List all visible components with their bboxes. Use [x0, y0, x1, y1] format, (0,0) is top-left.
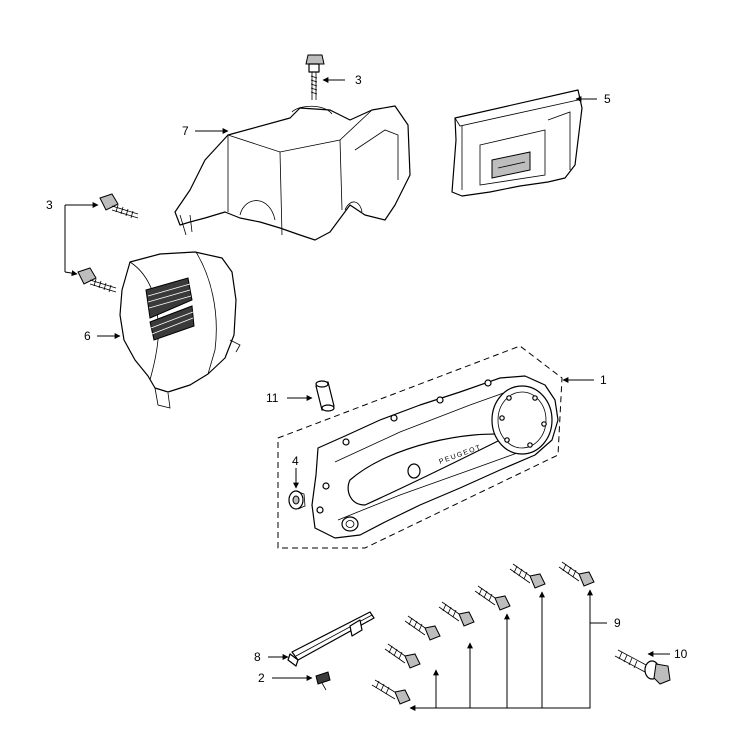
callout-9: 9	[614, 616, 621, 630]
bush-part-4	[288, 490, 306, 510]
screw-part-3-left-lower	[77, 267, 117, 293]
callout-1: 1	[600, 373, 607, 387]
callout-3-top: 3	[355, 73, 362, 87]
fan-cowl-part-6	[119, 251, 241, 409]
callout-2: 2	[258, 671, 265, 685]
bush-part-11	[315, 380, 335, 412]
screw-part-9-c	[404, 615, 441, 641]
screw-part-9-g	[558, 561, 595, 587]
screw-part-3-left-upper	[99, 193, 139, 219]
screw-part-9-f	[509, 563, 546, 589]
bracket-part-8	[287, 611, 375, 667]
transmission-cover-part-1: PEUGEOT	[311, 375, 559, 539]
callout-5: 5	[604, 92, 611, 106]
screw-part-9-b	[384, 643, 421, 669]
leader-9-tree	[409, 589, 607, 711]
callout-4: 4	[292, 454, 299, 468]
callout-6: 6	[84, 329, 91, 343]
callout-3-left: 3	[46, 198, 53, 212]
callout-10: 10	[674, 647, 688, 661]
screw-part-9-e	[474, 585, 511, 611]
screw-part-3-top	[305, 54, 325, 100]
callout-7: 7	[182, 124, 189, 138]
bolt-part-10	[614, 649, 671, 685]
clip-part-2	[315, 671, 331, 691]
screw-part-9-a	[371, 679, 411, 705]
cover-part-5	[451, 89, 583, 197]
callout-11: 11	[266, 391, 279, 405]
cylinder-cowl-part-7	[174, 105, 411, 241]
assembly-outline-part-1	[277, 345, 563, 549]
leader-3-left-b	[64, 270, 78, 277]
screw-part-9-d	[438, 601, 475, 627]
callout-8: 8	[254, 650, 261, 664]
